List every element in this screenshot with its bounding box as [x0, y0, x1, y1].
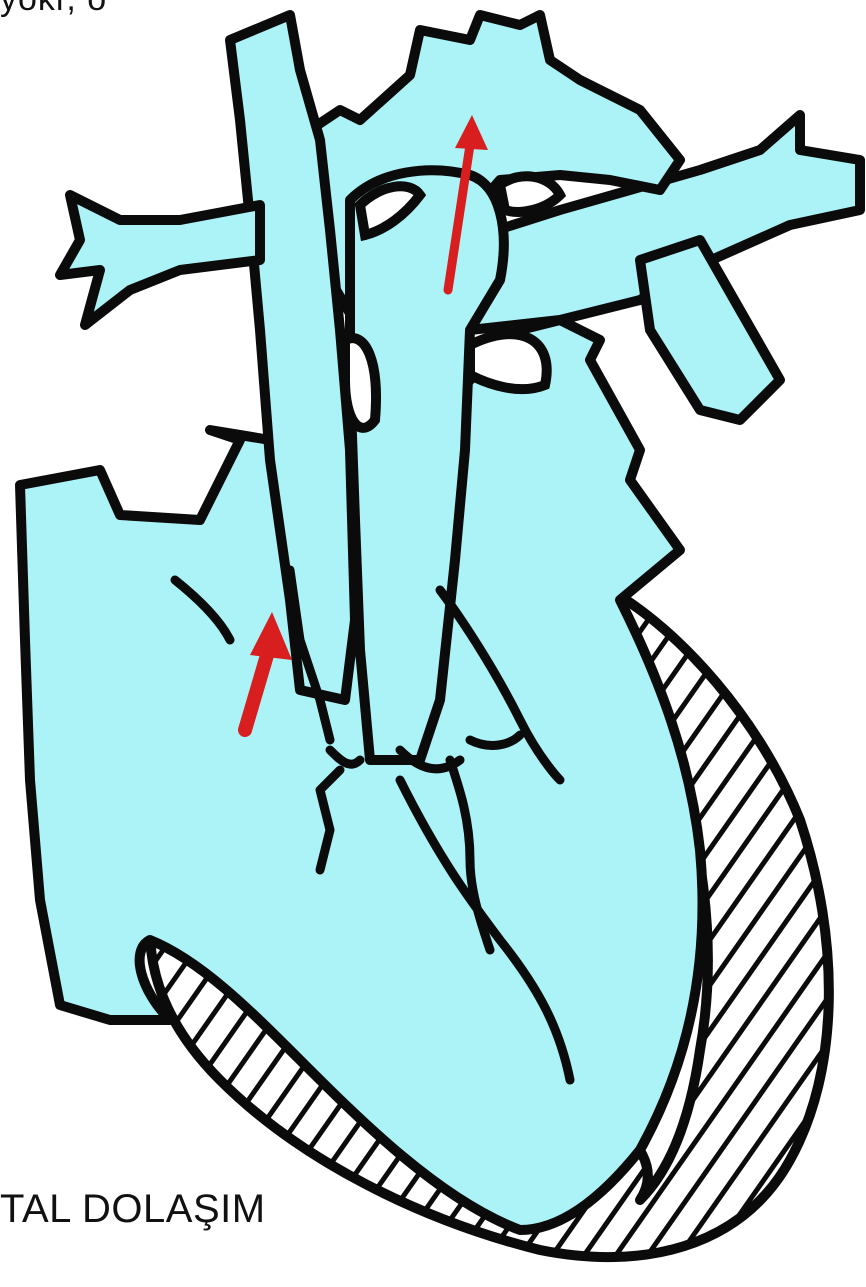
descending-aorta — [640, 240, 780, 420]
atrial-opening — [470, 334, 547, 389]
pulmonary-artery-left-branch — [60, 195, 260, 325]
top-text-fragment: yokr, o — [0, 0, 107, 19]
diagram-caption: TAL DOLAŞIM — [0, 1187, 266, 1232]
foramen-opening — [345, 338, 376, 428]
ductus-opening-right — [500, 176, 560, 212]
